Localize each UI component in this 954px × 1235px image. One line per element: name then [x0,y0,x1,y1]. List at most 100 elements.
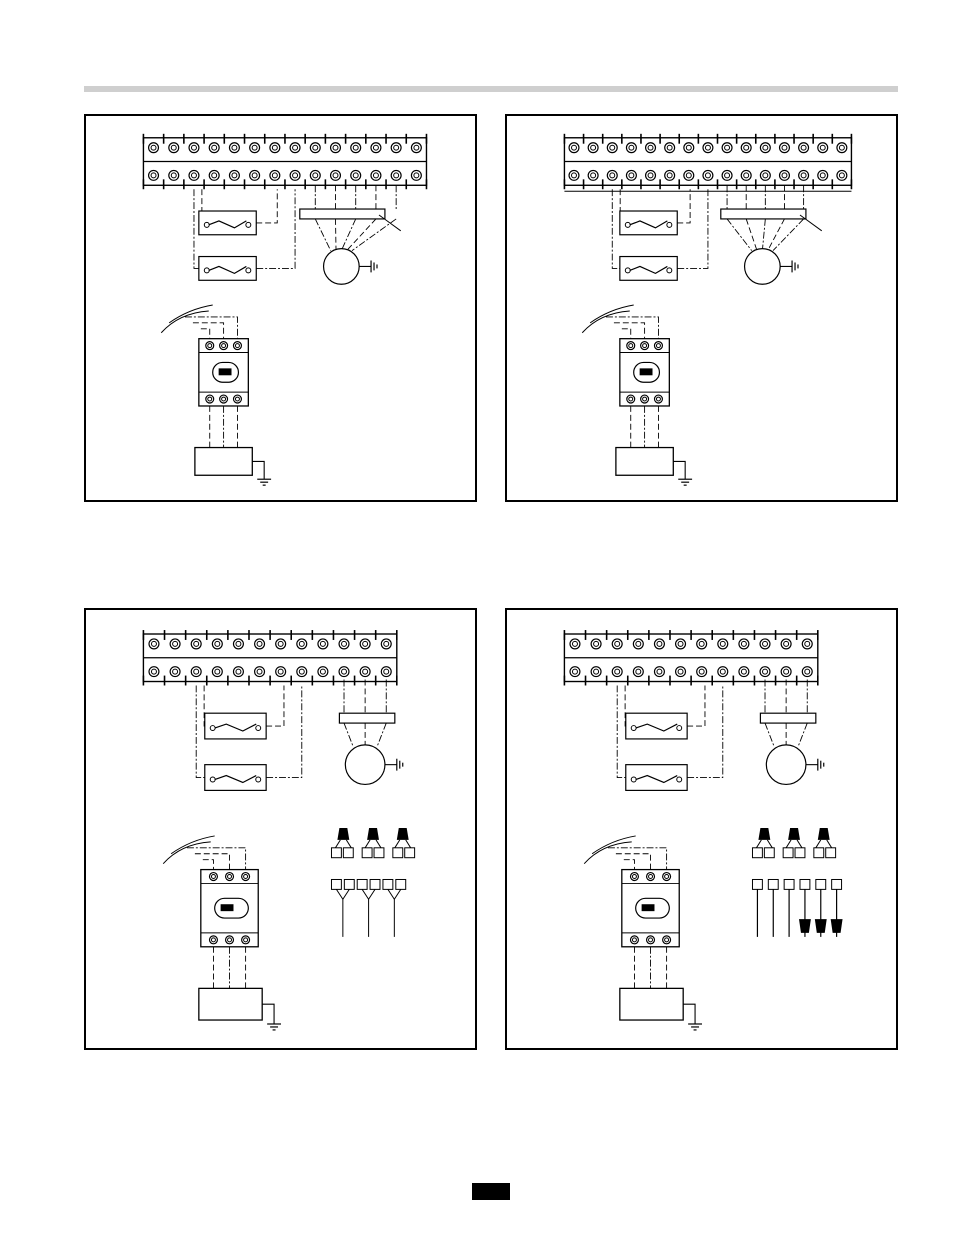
terminal-screw-icon [633,639,643,649]
terminal-screw-icon [371,170,381,180]
terminal-screw-icon [703,170,713,180]
incoming-leads [584,836,666,870]
terminal-screw-icon [633,667,643,677]
terminal-screw-icon [641,395,649,403]
nut-lead [756,840,761,848]
lead-terminal [357,879,367,889]
lead-terminal [826,848,836,858]
terminal-screw-icon [233,395,241,403]
fuse-icon [205,713,266,739]
terminal-screw-icon [206,395,214,403]
fuse-icon [205,765,266,791]
terminal-screw-icon [781,639,791,649]
terminal-screw-icon [676,667,686,677]
terminal-screw-icon [591,667,601,677]
terminal-screw-icon [654,342,662,350]
power-source-icon [199,988,281,1030]
terminal-screw-icon [297,639,307,649]
terminal-screw-icon [569,170,579,180]
terminal-screw-icon [781,667,791,677]
terminal-screw-icon [654,667,664,677]
terminal-screw-icon [242,873,250,881]
terminal-screw-icon [607,143,617,153]
terminal-block [564,134,851,191]
terminal-screw-icon [229,143,239,153]
terminal-screw-icon [169,143,179,153]
terminal-block [143,134,426,189]
lead-terminal [752,848,762,858]
power-source-icon [620,988,702,1030]
incoming-leads [161,305,237,339]
terminal-screw-icon [331,143,341,153]
terminal-screw-icon [570,667,580,677]
diagram-panel-top-left [84,114,477,502]
fuse-icon [199,211,256,235]
motor-icon [721,185,822,284]
lead-pair [388,889,401,899]
terminal-block [564,630,817,685]
terminal-screw-icon [276,639,286,649]
lead-terminal [783,848,793,858]
lead-terminal [383,879,393,889]
terminal-screw-icon [339,639,349,649]
lead-terminal [764,848,774,858]
wire-nut-icon [367,828,379,840]
terminal-screw-icon [722,170,732,180]
lead-terminal [344,879,354,889]
fuse-icon [199,257,256,281]
terminal-screw-icon [290,170,300,180]
disconnect-switch-icon [201,870,258,947]
terminal-screw-icon [739,667,749,677]
nut-lead [797,840,802,848]
terminal-screw-icon [149,639,159,649]
terminal-screw-icon [149,667,159,677]
nut-lead [767,840,772,848]
wiring-diagram [86,610,475,1048]
nut-lead [376,840,381,848]
terminal-screw-icon [818,143,828,153]
terminal-screw-icon [233,342,241,350]
power-source-icon [616,448,692,486]
terminal-screw-icon [612,639,622,649]
terminal-screw-icon [612,667,622,677]
lead-terminal [816,879,826,889]
terminal-screw-icon [647,873,655,881]
terminal-screw-icon [310,143,320,153]
terminal-screw-icon [209,170,219,180]
terminal-screw-icon [654,639,664,649]
disconnect-switch-icon [622,870,679,947]
lead-terminal [362,848,372,858]
fuse-icon [620,257,677,281]
terminal-screw-icon [255,639,265,649]
terminal-screw-icon [591,639,601,649]
terminal-screw-icon [799,170,809,180]
terminal-screw-icon [684,170,694,180]
wire-nut-icon [831,919,843,933]
terminal-screw-icon [233,639,243,649]
terminal-screw-icon [206,342,214,350]
lead-terminal [374,848,384,858]
ground-icon [267,1024,281,1030]
terminal-screw-icon [760,143,770,153]
ground-icon [257,479,271,485]
nut-lead [365,840,370,848]
terminal-screw-icon [220,342,228,350]
fuse-icon [626,713,687,739]
terminal-screw-icon [780,170,790,180]
terminal-screw-icon [760,170,770,180]
terminal-screw-icon [665,143,675,153]
terminal-screw-icon [209,873,217,881]
lead-terminal [405,848,415,858]
terminal-screw-icon [212,639,222,649]
lead-terminal [343,848,353,858]
incoming-leads [163,836,245,870]
diagram-panel-bottom-right [505,608,898,1050]
wire-nut-icon [815,919,827,933]
terminal-screw-icon [684,143,694,153]
header-rule [84,86,898,92]
terminal-screw-icon [802,639,812,649]
terminal-screw-icon [339,667,349,677]
terminal-screw-icon [290,143,300,153]
terminal-screw-icon [802,667,812,677]
lead-pair [336,889,349,899]
